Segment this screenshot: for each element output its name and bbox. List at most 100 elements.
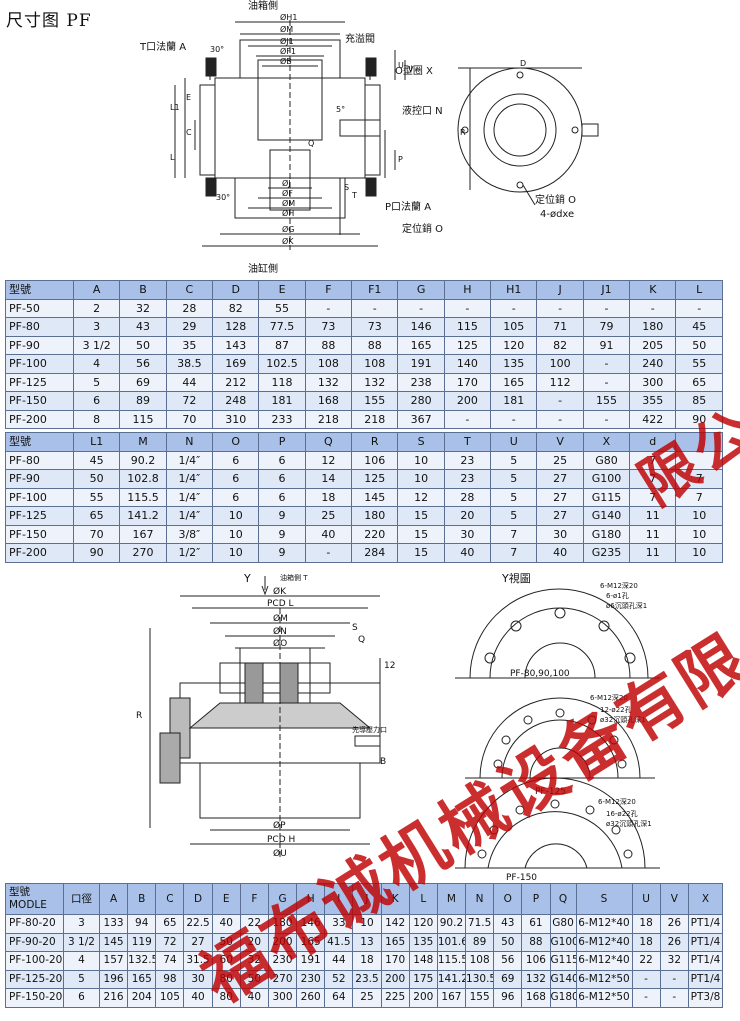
value-cell: 5 xyxy=(490,469,538,489)
column-header: Q xyxy=(549,883,577,915)
column-header: K xyxy=(629,280,677,300)
value-cell: - xyxy=(675,298,723,318)
value-cell: 73 xyxy=(304,317,353,337)
value-cell: 106 xyxy=(521,951,551,971)
value-cell: 12 xyxy=(304,450,353,470)
value-cell: - xyxy=(351,298,399,318)
value-cell: 98 xyxy=(155,969,185,989)
angle-top: 30° xyxy=(210,45,224,54)
value-cell: 82 xyxy=(536,335,584,355)
pf150-model-label: PF-150 xyxy=(506,873,537,883)
value-cell: 25 xyxy=(352,988,382,1008)
value-cell: 1/2″ xyxy=(165,543,214,563)
value-cell: 6 xyxy=(258,487,306,507)
dim-r: R xyxy=(460,128,466,137)
value-cell: - xyxy=(582,409,631,429)
value-cell: 96 xyxy=(493,988,523,1008)
value-cell: G115 xyxy=(582,487,631,507)
value-cell: 40 xyxy=(211,914,241,934)
value-cell: 40 xyxy=(239,988,269,1008)
value-cell: 9 xyxy=(258,506,306,526)
dim-c: C xyxy=(186,128,192,137)
cylinder-side-label: 油缸側 xyxy=(248,262,278,275)
dim-pcd-l: PCD L xyxy=(267,599,294,609)
pf80-counterbore: ø6沉頭孔深1 xyxy=(606,601,647,610)
value-cell: 43 xyxy=(493,914,523,934)
dim-of1: ØF1 xyxy=(280,46,296,56)
dim-oj: ØJ xyxy=(282,178,291,188)
value-cell: 52 xyxy=(324,969,354,989)
top-dimension-drawing: 油箱側 油缸側 T口法蘭 A 充溢閥 O型圈 X 液控口 N P口法蘭 A 定位… xyxy=(140,0,599,275)
value-cell: 14 xyxy=(304,469,353,489)
value-cell: 50 xyxy=(211,932,241,952)
model-cell: PF-100 xyxy=(5,354,74,374)
value-cell: 133 xyxy=(98,914,129,934)
value-cell: - xyxy=(490,409,538,429)
value-cell: 29 xyxy=(165,317,214,337)
value-cell: 72 xyxy=(165,391,214,411)
value-cell: 102.8 xyxy=(119,469,167,489)
value-cell: 55 xyxy=(675,354,723,374)
dim-om-top: ØM xyxy=(280,24,293,34)
dim-pcd-h: PCD H xyxy=(267,835,295,845)
dim-s2: S xyxy=(352,623,358,633)
value-cell: 200 xyxy=(408,988,438,1008)
value-cell: 212 xyxy=(212,372,260,392)
value-cell: 240 xyxy=(629,354,677,374)
value-cell: 145 xyxy=(351,487,399,507)
value-cell: 141.2 xyxy=(436,969,467,989)
value-cell: 28 xyxy=(443,487,492,507)
column-header: A xyxy=(98,883,129,915)
value-cell: 64 xyxy=(324,988,354,1008)
value-cell: 230 xyxy=(296,969,326,989)
column-header: X xyxy=(582,432,631,452)
value-cell: G80 xyxy=(582,450,631,470)
value-cell: 18 xyxy=(631,914,661,934)
column-header: S xyxy=(575,883,633,915)
angle-small: 5° xyxy=(336,105,345,114)
column-header: L1 xyxy=(72,432,121,452)
value-cell: 115 xyxy=(119,409,167,429)
oil-tank-side-label: 油箱側 xyxy=(248,0,278,12)
value-cell: 270 xyxy=(267,969,298,989)
dim-s: S xyxy=(344,183,349,192)
value-cell: 71 xyxy=(536,317,584,337)
value-cell: 180 xyxy=(267,914,298,934)
column-header: G xyxy=(267,883,298,915)
value-cell: - xyxy=(631,988,661,1008)
value-cell: 100 xyxy=(536,354,584,374)
dim-oj1: ØJ1 xyxy=(280,36,294,46)
value-cell: 169 xyxy=(212,354,260,374)
column-header: d xyxy=(629,432,677,452)
value-cell: 12 xyxy=(397,487,445,507)
value-cell: 260 xyxy=(296,988,326,1008)
value-cell: 6-M12*40 xyxy=(575,932,633,952)
dim-op: ØP xyxy=(273,820,286,831)
value-cell: 180 xyxy=(351,506,399,526)
value-cell: 6-M12*40 xyxy=(575,914,633,934)
value-cell: 7 xyxy=(629,450,677,470)
value-cell: 148 xyxy=(408,951,438,971)
value-cell: 155 xyxy=(582,391,631,411)
value-cell: 115.5 xyxy=(119,487,167,507)
value-cell: 105 xyxy=(155,988,185,1008)
value-cell: G140 xyxy=(582,506,631,526)
value-cell: 5 xyxy=(72,372,121,392)
model-cell: PF-100-20 xyxy=(5,951,64,971)
value-cell: G115 xyxy=(549,951,577,971)
value-cell: 32 xyxy=(119,298,167,318)
value-cell: PT1/4 xyxy=(688,969,723,989)
y-view-title: Y視圖 xyxy=(501,571,531,585)
value-cell: 7 xyxy=(675,487,723,507)
model-cell: PF-50 xyxy=(5,298,74,318)
value-cell: PT1/4 xyxy=(688,951,723,971)
value-cell: 32 xyxy=(659,951,690,971)
